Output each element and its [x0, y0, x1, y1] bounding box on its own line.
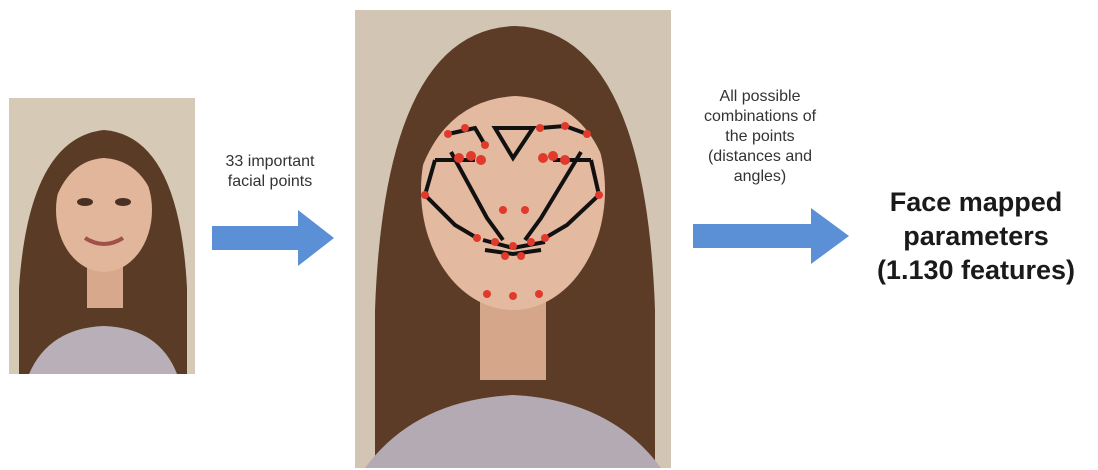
landmark-face-photo [355, 10, 671, 468]
result-line-1: Face mapped [858, 185, 1094, 219]
combinations-caption: All possible combinations of the points … [680, 87, 840, 187]
portrait-landmarks-illustration [355, 10, 671, 468]
result-line-2: parameters [858, 219, 1094, 253]
right-arrow-icon [212, 210, 334, 266]
facial-points-caption: 33 important facial points [204, 152, 336, 192]
portrait-illustration-small [9, 98, 195, 374]
right-arrow-icon [693, 208, 849, 264]
input-face-photo [9, 98, 195, 374]
result-line-3: (1.130 features) [858, 253, 1094, 287]
result-text: Face mapped parameters (1.130 features) [858, 185, 1094, 287]
